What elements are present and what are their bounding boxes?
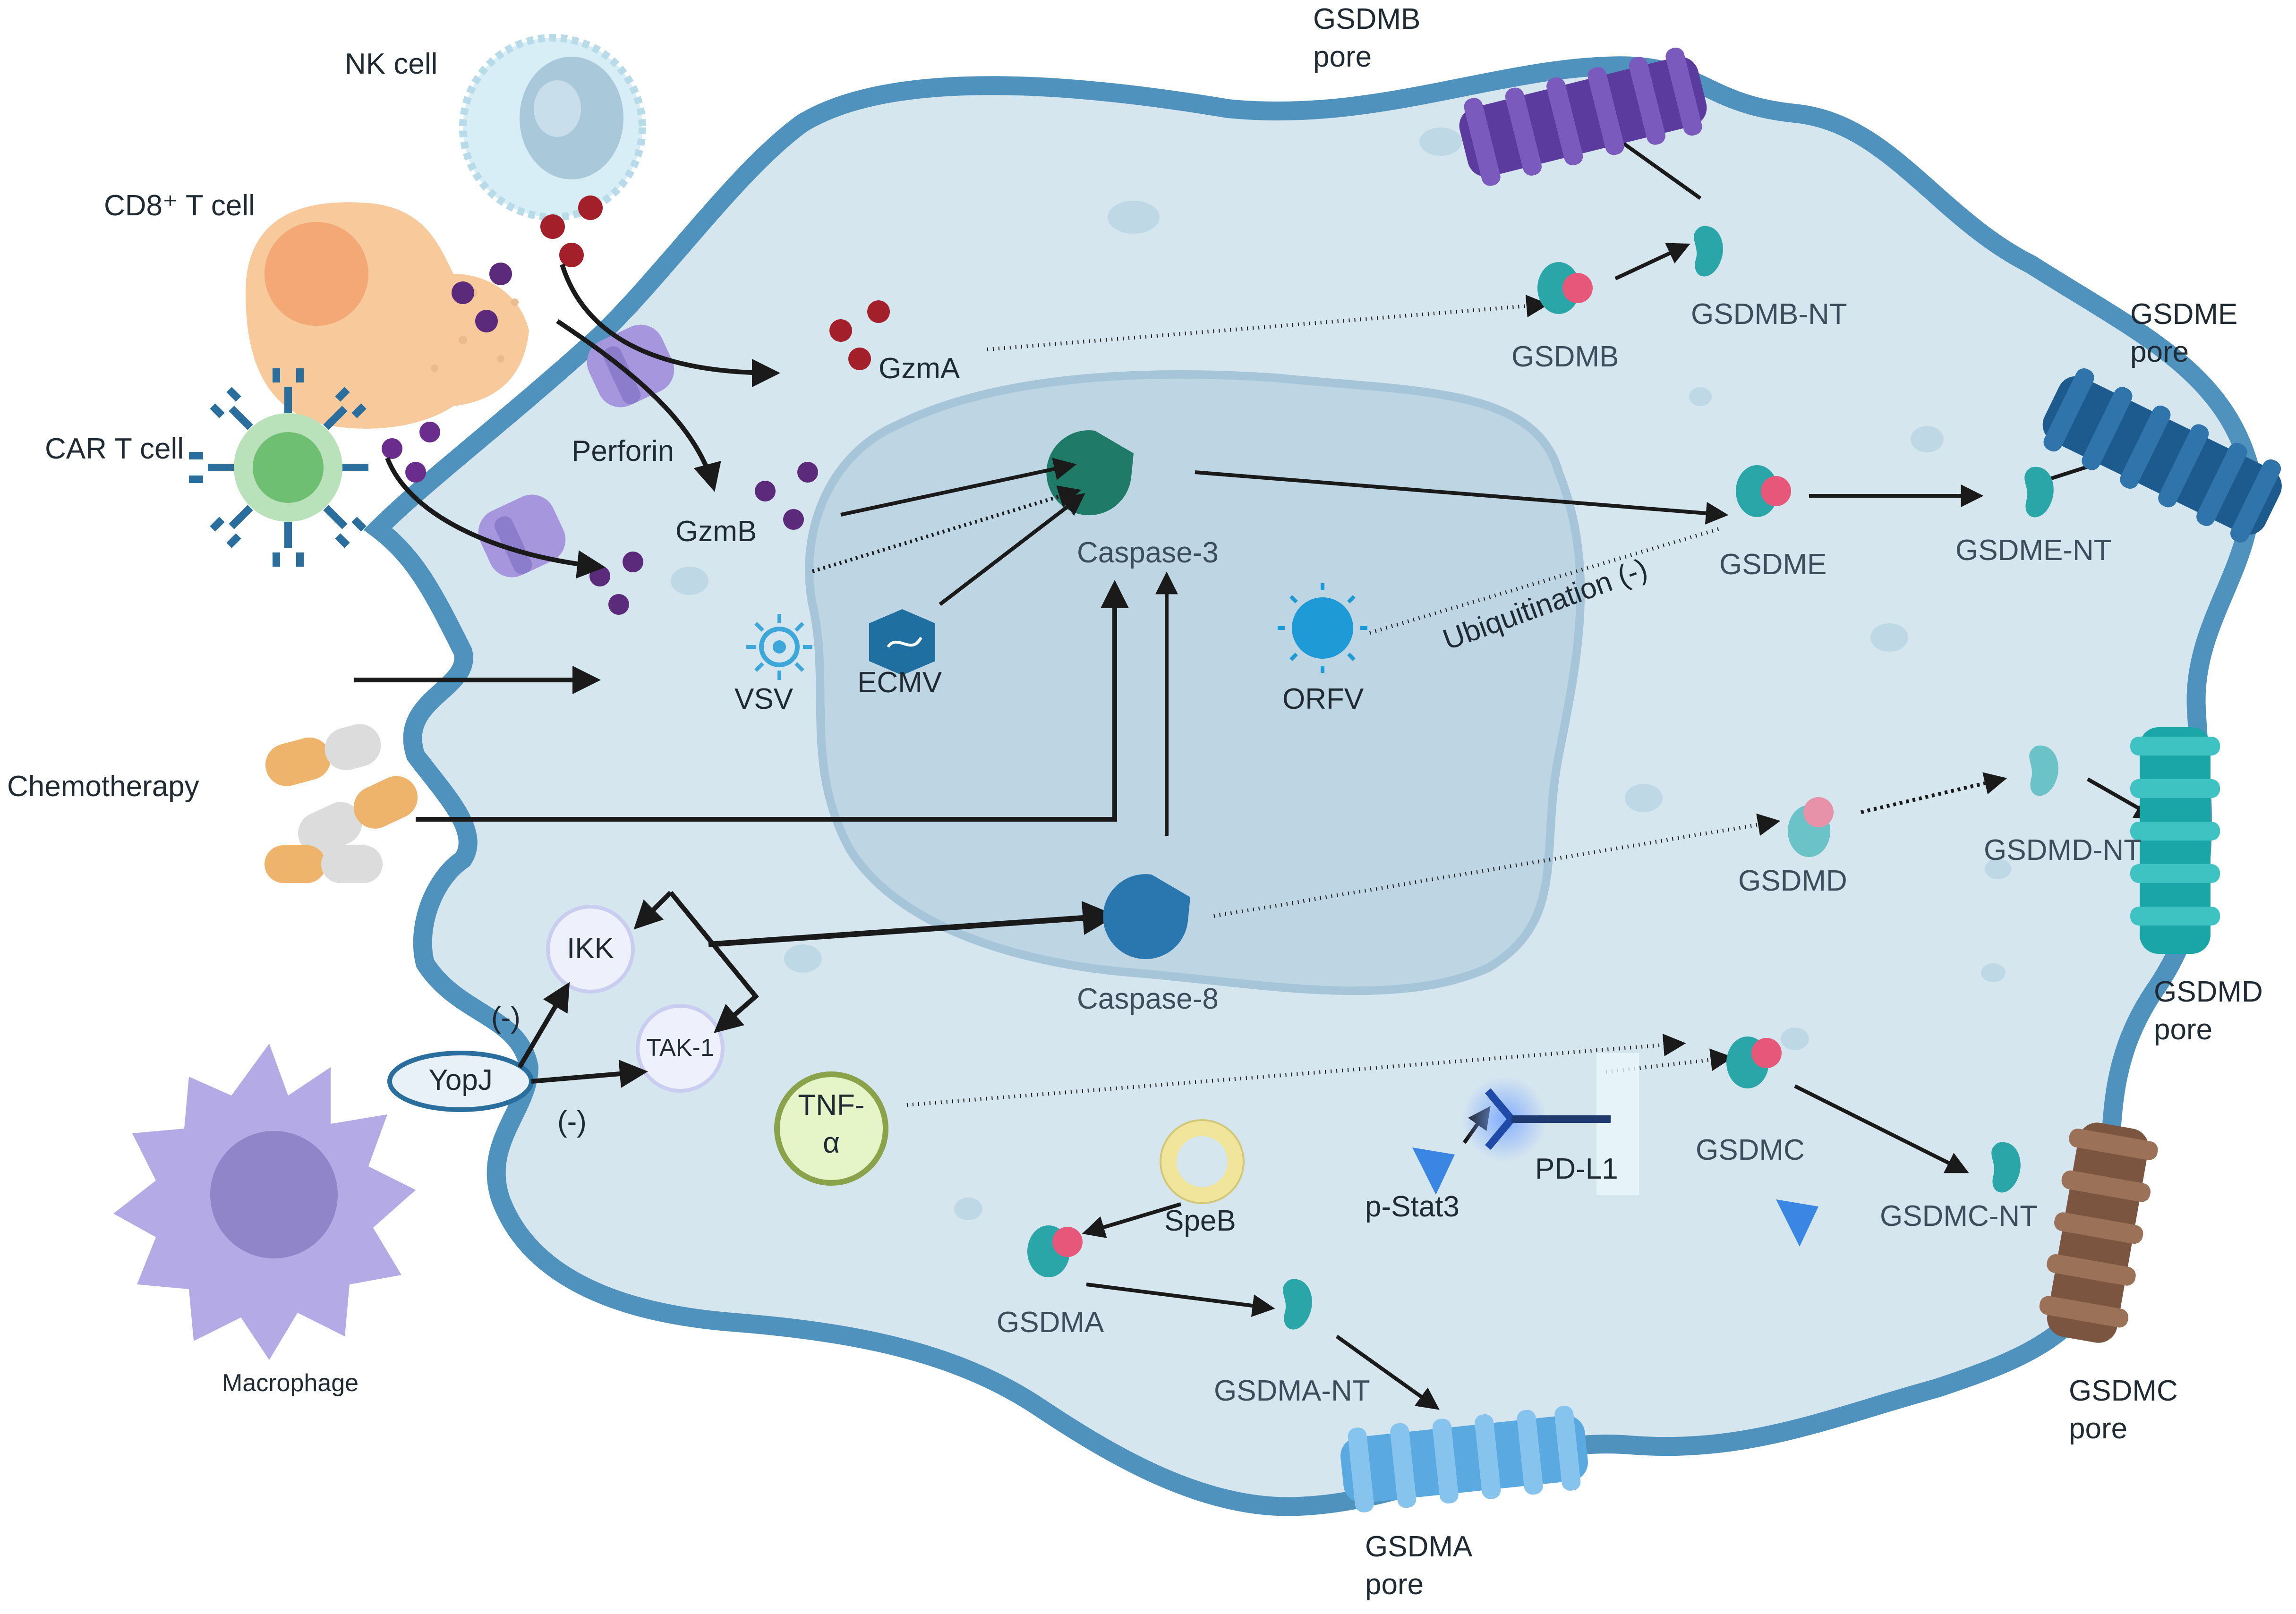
gsdmc-protein bbox=[1726, 1036, 1782, 1088]
pstat3-label: p-Stat3 bbox=[1365, 1190, 1460, 1223]
gsdma-pore-label-line1: GSDMA bbox=[1365, 1530, 1473, 1563]
gsdmd-protein bbox=[1788, 797, 1834, 857]
nk-cell-label: NK cell bbox=[345, 48, 438, 80]
gsdme-label: GSDME bbox=[1719, 548, 1827, 581]
gsdma-pore-label-line2: pore bbox=[1365, 1568, 1424, 1601]
pstat3-triangle bbox=[1412, 1147, 1455, 1195]
gsdme-pore-label-line1: GSDME bbox=[2130, 298, 2238, 331]
gsdm-nt-fragments bbox=[1283, 226, 2058, 1330]
gzmb-label: GzmB bbox=[675, 515, 757, 548]
gsdmc-label: GSDMC bbox=[1696, 1134, 1805, 1166]
pstat3-triangle-2 bbox=[1776, 1199, 1818, 1247]
gsdme-nt-label: GSDME-NT bbox=[1955, 534, 2112, 567]
nk-cell bbox=[459, 34, 646, 221]
gsdmd-label: GSDMD bbox=[1738, 865, 1847, 897]
gsdmb-protein bbox=[1537, 262, 1593, 314]
nucleus bbox=[805, 370, 1585, 995]
macrophage bbox=[113, 1044, 416, 1360]
cd8-t-cell bbox=[246, 202, 529, 429]
speb-ring-outline bbox=[1160, 1119, 1245, 1204]
gsdmc-pore-label-line1: GSDMC bbox=[2069, 1375, 2178, 1407]
tnf-label-line2: α bbox=[823, 1127, 840, 1159]
chemotherapy-label: Chemotherapy bbox=[7, 770, 199, 803]
ikk-node bbox=[546, 905, 635, 994]
gsdmb-pore-label-line1: GSDMB bbox=[1313, 3, 1421, 35]
gsdme-pore bbox=[2042, 368, 2282, 543]
gsdmd-pore bbox=[2130, 727, 2220, 954]
gsdmb-pore-label-line2: pore bbox=[1313, 41, 1372, 73]
car-t-cell-label: CAR T cell bbox=[45, 433, 184, 465]
gsdma-label: GSDMA bbox=[997, 1306, 1104, 1339]
gsdmb-pore bbox=[1459, 47, 1707, 186]
gzmb-granules bbox=[589, 462, 818, 615]
speb-label: SpeB bbox=[1164, 1205, 1236, 1237]
cd8-granules bbox=[452, 263, 512, 332]
gsdmd-pore-label-line1: GSDMD bbox=[2154, 976, 2263, 1008]
gsdmd-nt-label: GSDMD-NT bbox=[1984, 834, 2142, 866]
gsdme-pore-label-line2: pore bbox=[2130, 336, 2189, 368]
car-t-granules bbox=[382, 422, 440, 483]
orfv-label: ORFV bbox=[1282, 683, 1364, 715]
chemotherapy-capsules bbox=[265, 724, 418, 883]
pdl1-glow bbox=[1462, 1077, 1547, 1162]
gsdmc-pore-label-line2: pore bbox=[2069, 1412, 2128, 1445]
gsdme-protein bbox=[1736, 465, 1791, 517]
ikk-label: IKK bbox=[567, 932, 614, 965]
macrophage-label: Macrophage bbox=[222, 1369, 359, 1397]
car-t-cell bbox=[189, 368, 368, 567]
cd8-t-cell-label: CD8⁺ T cell bbox=[104, 189, 255, 222]
pdl1-receptor bbox=[1485, 1088, 1611, 1150]
gsdma-pore bbox=[1340, 1406, 1588, 1512]
signaling-arrows bbox=[517, 891, 1117, 1088]
speb-ring bbox=[1161, 1121, 1243, 1202]
inhibition-label-1: (-) bbox=[491, 1002, 521, 1034]
tnf-node bbox=[774, 1071, 888, 1186]
caspase8-label: Caspase-8 bbox=[1077, 983, 1219, 1015]
gsdmb-nt-label: GSDMB-NT bbox=[1691, 298, 1847, 331]
perforin-label: Perforin bbox=[572, 435, 674, 467]
pdl1-membrane-highlight bbox=[1596, 1053, 1639, 1195]
caspase-input-arrows bbox=[811, 458, 1178, 836]
tak1-label: TAK-1 bbox=[646, 1034, 714, 1062]
yopj-label: YopJ bbox=[428, 1064, 493, 1096]
ecmv-virus bbox=[869, 609, 935, 675]
chemotherapy-arrow bbox=[416, 580, 1129, 822]
gsdmd-pore-label-line2: pore bbox=[2154, 1013, 2213, 1046]
gzma-label: GzmA bbox=[879, 352, 960, 385]
tnf-label-line1: TNF- bbox=[798, 1089, 865, 1121]
nk-granules bbox=[540, 195, 603, 267]
delivery-arrows bbox=[354, 263, 780, 694]
gsdma-nt-label: GSDMA-NT bbox=[1214, 1375, 1370, 1407]
inhibition-label-2: (-) bbox=[557, 1105, 587, 1138]
tak1-node bbox=[636, 1004, 725, 1093]
gsdmb-label: GSDMB bbox=[1511, 340, 1619, 373]
vsv-virus bbox=[746, 614, 812, 680]
cytoplasm-vesicles bbox=[671, 127, 2011, 1220]
caspase8-shape bbox=[1103, 874, 1190, 960]
caspase3-label: Caspase-3 bbox=[1077, 536, 1219, 569]
gsdma-protein bbox=[1027, 1225, 1083, 1277]
gzma-granules bbox=[829, 300, 890, 370]
pdl1-label: PD-L1 bbox=[1535, 1153, 1618, 1185]
gsdmc-pore bbox=[2039, 1122, 2158, 1343]
orfv-virus bbox=[1278, 583, 1367, 673]
vsv-label: VSV bbox=[734, 683, 794, 715]
gsdmc-nt-label: GSDMC-NT bbox=[1880, 1200, 2038, 1232]
ecmv-label: ECMV bbox=[857, 666, 942, 699]
